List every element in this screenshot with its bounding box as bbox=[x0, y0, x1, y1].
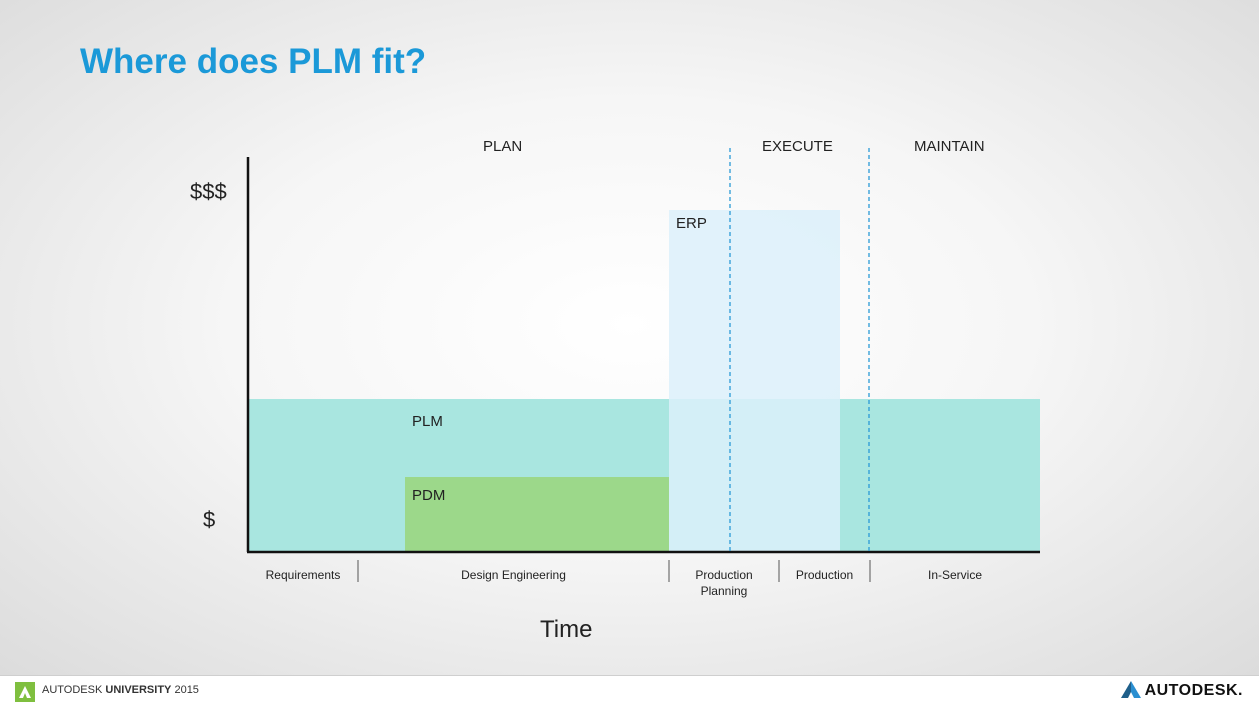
erp-band bbox=[669, 210, 840, 552]
slide-title: Where does PLM fit? bbox=[80, 42, 427, 81]
footer: AUTODESK UNIVERSITY 2015 AUTODESK. bbox=[0, 676, 1259, 708]
phase-label-plan: PLAN bbox=[483, 138, 523, 155]
phase-label-maintain: MAINTAIN bbox=[914, 138, 985, 155]
pdm-label: PDM bbox=[412, 487, 446, 504]
stage-label-production: Production bbox=[795, 568, 854, 582]
y-axis-low-label: $ bbox=[203, 507, 216, 532]
footer-event-text: AUTODESK UNIVERSITY 2015 bbox=[42, 684, 199, 696]
plm-label: PLM bbox=[412, 413, 443, 430]
stage-label-design-engineering: Design Engineering bbox=[461, 568, 566, 582]
autodesk-university-logo-icon bbox=[15, 682, 35, 702]
stage-label-in-service: In-Service bbox=[927, 568, 983, 582]
stage-label-production-planning: Production Planning bbox=[695, 568, 753, 598]
erp-label: ERP bbox=[676, 215, 707, 232]
footer-event-year: 2015 bbox=[174, 684, 199, 696]
x-axis-label: Time bbox=[540, 616, 593, 643]
footer-event-name: UNIVERSITY bbox=[105, 684, 172, 696]
autodesk-brand: AUTODESK. bbox=[1120, 681, 1243, 700]
autodesk-logo-icon bbox=[1120, 681, 1141, 698]
footer-event-prefix: AUTODESK bbox=[42, 684, 103, 696]
y-axis-high-label: $$$ bbox=[190, 179, 227, 204]
phase-label-execute: EXECUTE bbox=[762, 138, 833, 155]
slide: Where does PLM fit? PLAN EXECUTE MAINTAI… bbox=[0, 0, 1259, 676]
stage-label-requirements: Requirements bbox=[265, 568, 341, 582]
plm-diagram bbox=[246, 148, 1040, 582]
autodesk-brand-text: AUTODESK. bbox=[1144, 682, 1243, 699]
pdm-band bbox=[405, 477, 669, 552]
